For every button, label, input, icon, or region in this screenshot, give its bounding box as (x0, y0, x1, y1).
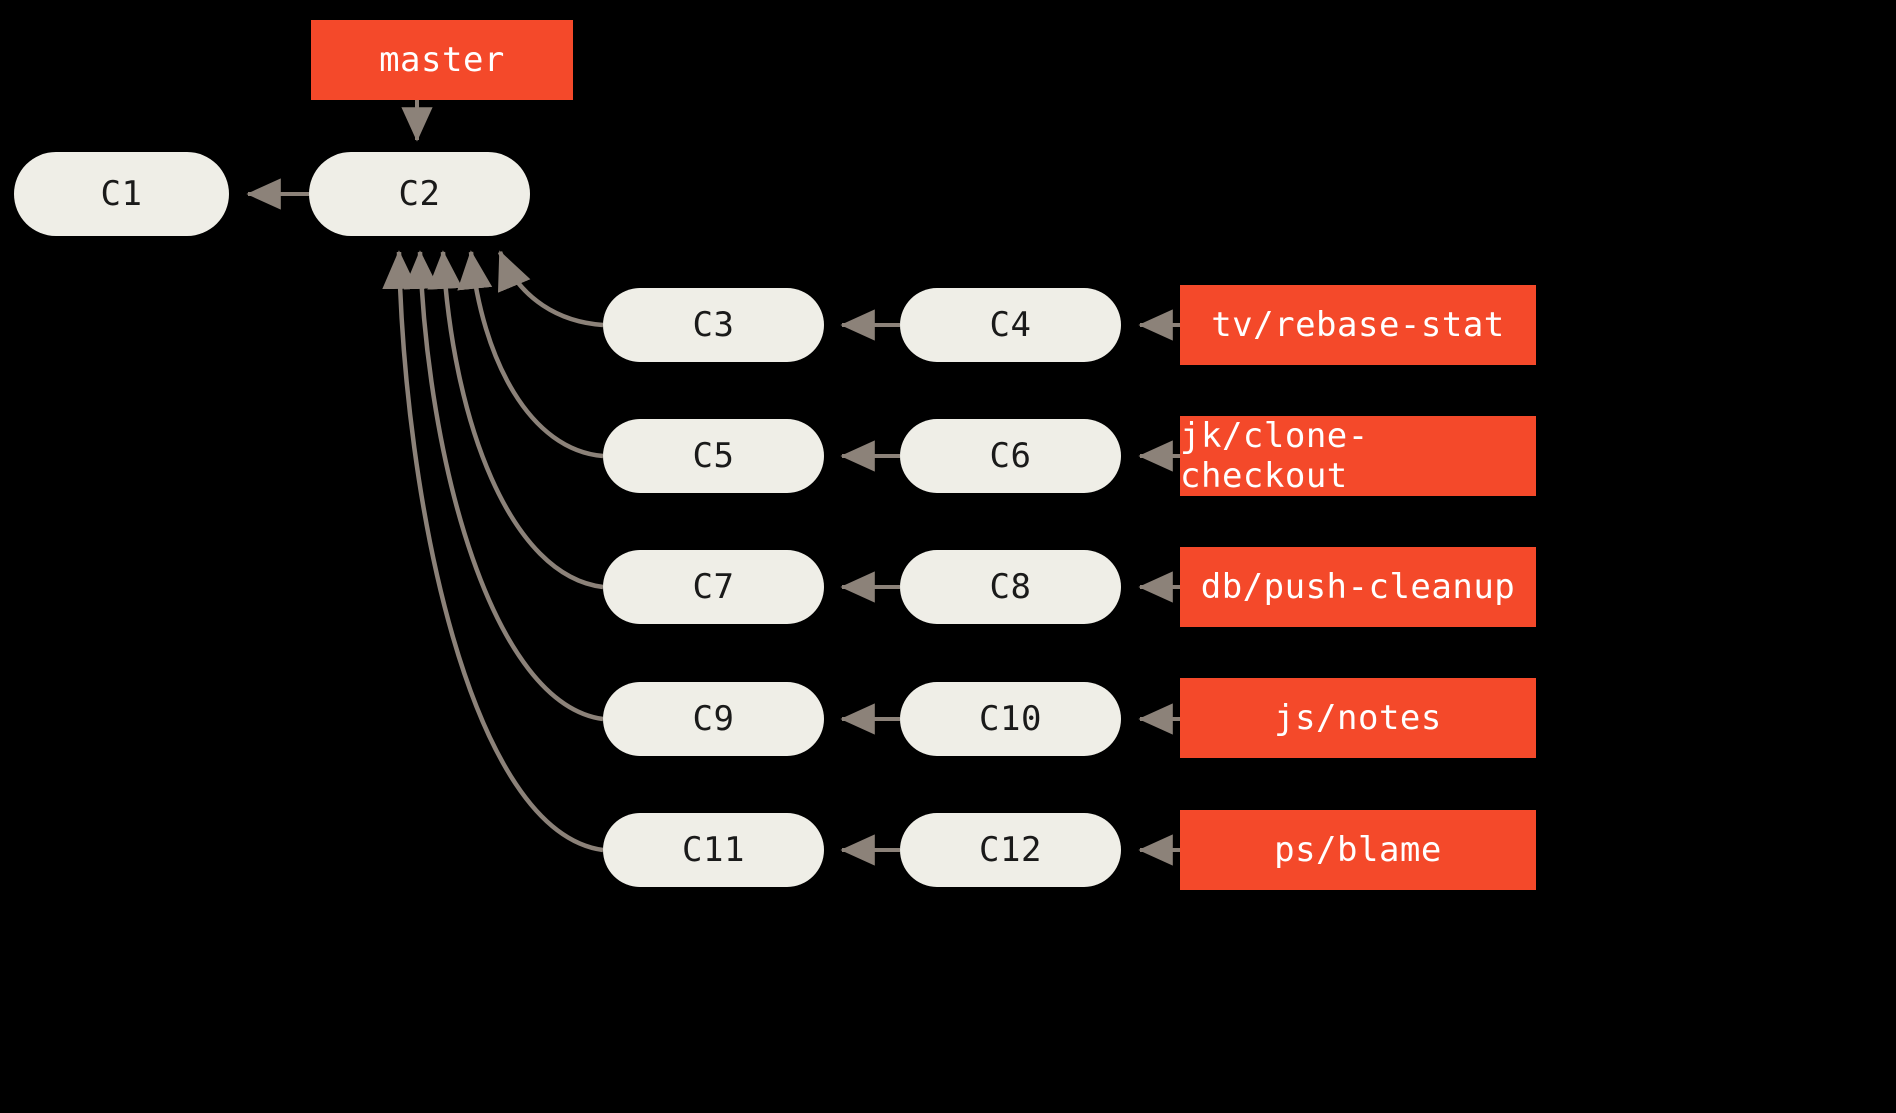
edge-c11-to-c2 (382, 250, 604, 853)
commit-node-c11[interactable]: C11 (603, 813, 824, 887)
commit-node-c5[interactable]: C5 (603, 419, 824, 493)
branch-label-jk-clone-checkout[interactable]: jk/clone-checkout (1180, 416, 1536, 496)
commit-node-c1[interactable]: C1 (14, 152, 229, 236)
branch-label-db-push-cleanup[interactable]: db/push-cleanup (1180, 547, 1536, 627)
branch-label-ps-blame[interactable]: ps/blame (1180, 810, 1536, 890)
branch-label-master[interactable]: master (311, 20, 573, 100)
commit-node-c9[interactable]: C9 (603, 682, 824, 756)
commit-node-c8[interactable]: C8 (900, 550, 1121, 624)
commit-node-c4[interactable]: C4 (900, 288, 1121, 362)
commit-node-c3[interactable]: C3 (603, 288, 824, 362)
commit-node-c7[interactable]: C7 (603, 550, 824, 624)
commit-node-c6[interactable]: C6 (900, 419, 1121, 493)
commit-node-c12[interactable]: C12 (900, 813, 1121, 887)
commit-node-c2[interactable]: C2 (309, 152, 530, 236)
edge-c3-to-c2 (497, 250, 604, 328)
edge-c9-to-c2 (403, 250, 604, 722)
branch-label-js-notes[interactable]: js/notes (1180, 678, 1536, 758)
edge-c7-to-c2 (427, 250, 604, 590)
edge-c5-to-c2 (457, 250, 604, 459)
branch-label-tv-rebase-stat[interactable]: tv/rebase-stat (1180, 285, 1536, 365)
commit-node-c10[interactable]: C10 (900, 682, 1121, 756)
